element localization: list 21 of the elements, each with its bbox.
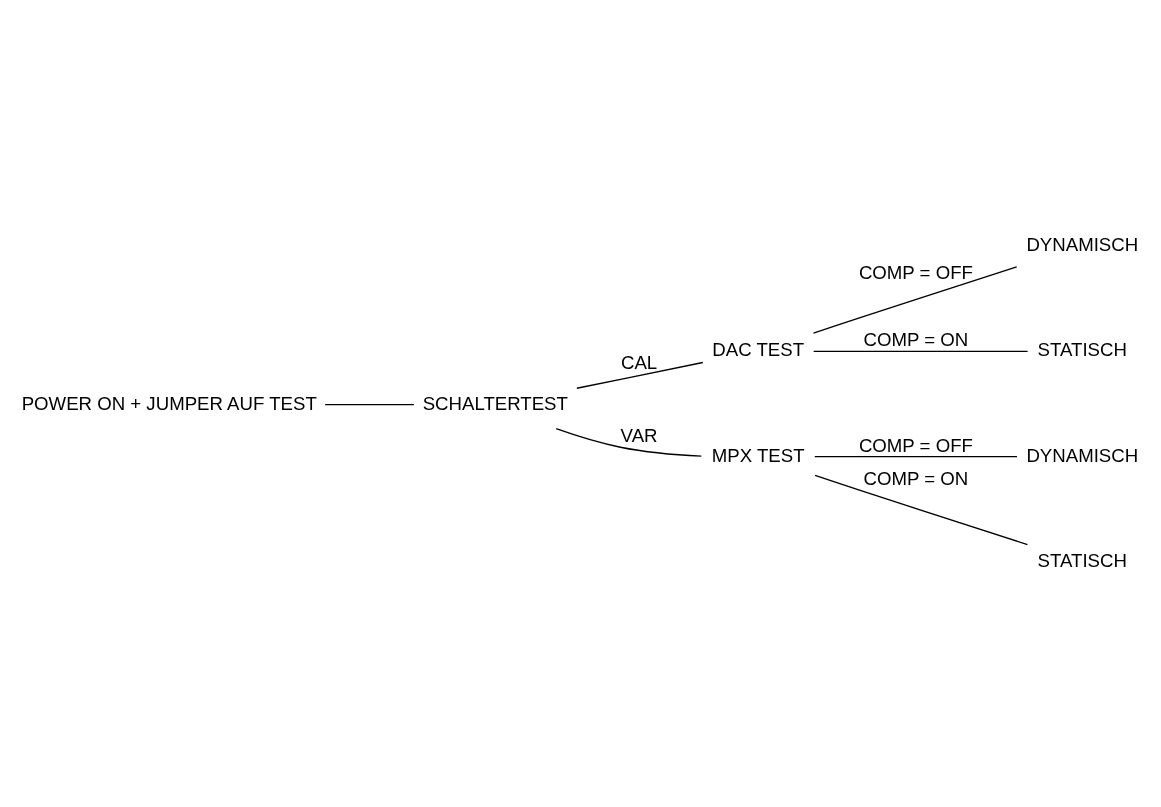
edge-label: CAL [620, 351, 658, 373]
connector [576, 361, 704, 389]
edge-label: COMP = OFF [858, 260, 973, 282]
edge-label: COMP = ON [863, 467, 969, 489]
node-text: POWER ON + JUMPER AUF TEST [21, 392, 317, 414]
connector [814, 455, 1018, 457]
node-text: DYNAMISCH [1026, 444, 1139, 465]
connector [814, 474, 1029, 545]
node-text: MPX TEST [711, 444, 805, 465]
node-text: DAC TEST [712, 338, 805, 360]
node-text: DYNAMISCH [1026, 233, 1139, 255]
connector [812, 265, 1018, 334]
node-text: SCHALTERTEST [422, 392, 568, 414]
edge-label: COMP = ON [863, 328, 969, 350]
connector [324, 403, 415, 405]
node-text: STATISCH [1037, 338, 1127, 360]
edge-label: VAR [620, 424, 658, 446]
connector [813, 350, 1029, 352]
edge-label: COMP = OFF [858, 434, 973, 456]
node-text: STATISCH [1037, 549, 1127, 571]
connector [555, 427, 702, 457]
